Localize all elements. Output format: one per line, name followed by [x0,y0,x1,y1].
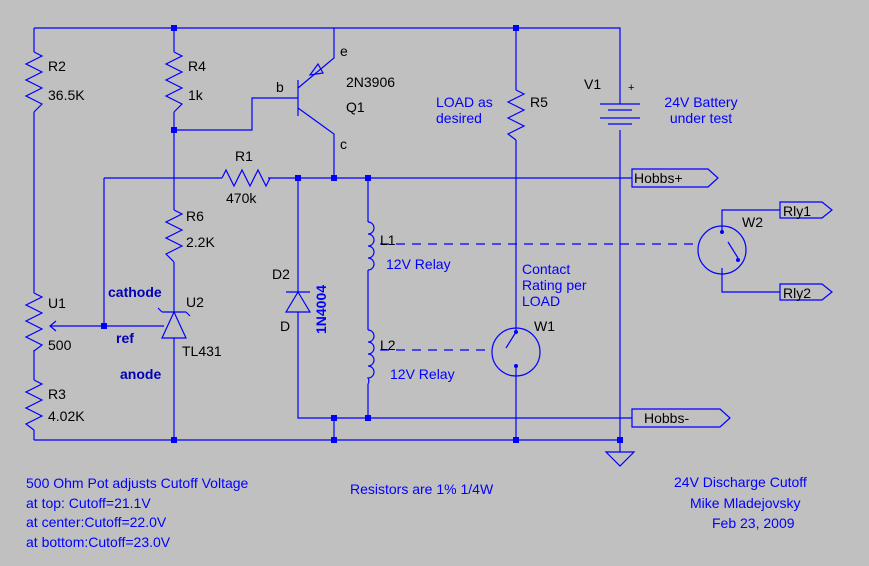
wire-d2 [297,178,632,419]
port-rly1: Rly1 [783,203,812,219]
label-w1-note: Contact Rating per LOAD [522,261,587,310]
label-u1-value: 500 [48,337,72,353]
label-r4-value: 1k [188,87,203,103]
port-hobbs-minus-shape [631,408,731,428]
label-q1-pin-e: e [340,43,348,59]
port-hobbs-minus: Hobbs- [644,410,690,426]
w2-contact-dot [720,230,724,234]
label-u2-value: TL431 [182,343,222,359]
note-title: 24V Discharge Cutoff [674,474,807,490]
resistor-r3-symbol [24,379,44,431]
label-r2-value: 36.5K [48,87,85,103]
label-q1-pin-b: b [276,79,284,95]
wire-q1-base [174,97,298,131]
relay-coil-l2-symbol [366,329,375,385]
battery-v1-symbol [600,103,640,125]
w2-contact-dot-2 [736,258,740,262]
label-v1-value: 24V Battery under test [664,94,738,127]
label-r4-ref: R4 [188,58,206,74]
potentiometer-u1-wiper [49,320,104,332]
label-w1-ref: W1 [534,318,555,334]
label-l1-value: 12V Relay [386,256,451,272]
label-q1-ref: Q1 [346,99,365,115]
label-v1-plus: + [628,82,635,94]
w1-contact-dot [514,330,518,334]
resistor-r5-symbol [506,89,526,141]
label-r5-ref: R5 [530,94,548,110]
port-rly2-shape [779,283,833,301]
label-l1-ref: L1 [380,232,396,248]
resistor-r1-symbol [221,168,271,188]
label-r2-ref: R2 [48,58,66,74]
label-w2-ref: W2 [742,214,763,230]
port-rly2: Rly2 [783,285,812,301]
label-r3-ref: R3 [48,386,66,402]
potentiometer-u1-symbol [24,292,44,352]
label-d2-pin: D [280,318,291,334]
label-l2-value: 12V Relay [390,366,455,382]
note-pot-adjust: 500 Ohm Pot adjusts Cutoff Voltage at to… [26,475,249,550]
label-d2-ref: D2 [272,266,290,282]
resistor-r2-symbol [24,51,44,113]
relay-switch-w1-symbol [491,327,541,377]
label-l2-ref: L2 [380,337,396,353]
label-q1-value: 2N3906 [346,74,396,90]
resistor-r6-symbol [164,209,184,263]
relay-switch-w2-contact [721,209,780,293]
diode-d2-symbol [284,290,312,313]
port-hobbs-plus-shape [631,168,719,188]
relay-coil-l1-symbol [367,221,375,271]
label-u2-ref-pin: ref [116,330,134,346]
port-hobbs-plus: Hobbs+ [634,170,683,186]
label-r1-value: 470k [226,190,257,206]
label-r1-ref: R1 [235,148,253,164]
transistor-q1-symbol [297,28,335,178]
label-v1-ref: V1 [584,76,602,92]
label-d2-value: 1N4004 [313,284,329,334]
w1-contact-dot-2 [514,364,518,368]
tl431-u2-symbol [157,307,191,339]
label-r6-ref: R6 [186,208,204,224]
ground-symbol [604,440,636,467]
label-r6-value: 2.2K [186,234,215,250]
note-author: Mike Mladejovsky [690,495,801,511]
label-r3-value: 4.02K [48,408,85,424]
note-date: Feb 23, 2009 [712,515,795,531]
label-u2-ref: U2 [186,294,204,310]
transistor-q1-emitter-arrow [308,62,324,76]
label-q1-pin-c: c [340,136,347,152]
relay-switch-w1-contact [505,331,517,370]
label-r5-note: LOAD as desired [436,94,493,127]
note-resistors: Resistors are 1% 1/4W [350,481,494,497]
port-rly1-shape [779,201,833,219]
wire-top-rail [34,27,621,92]
resistor-r4-symbol [164,51,184,113]
label-u2-anode: anode [120,366,162,382]
label-u2-cathode: cathode [108,284,162,300]
label-u1-ref: U1 [48,295,66,311]
